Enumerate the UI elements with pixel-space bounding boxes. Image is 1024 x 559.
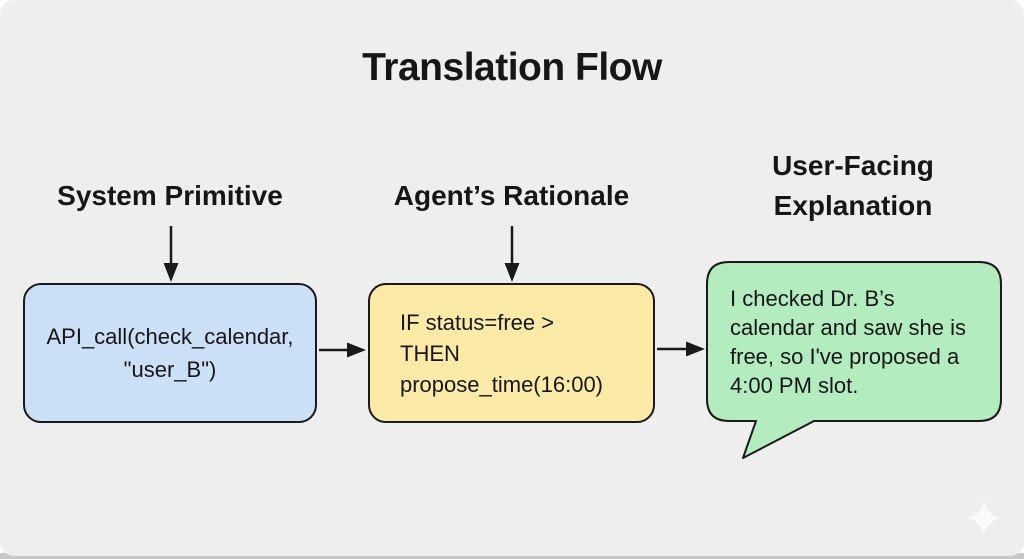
speech-bubble-shape <box>706 261 1002 459</box>
down-arrow-system-primitive <box>163 226 179 282</box>
user-facing-explanation-text: I checked Dr. B’s calendar and saw she i… <box>730 286 967 398</box>
diagram-title: Translation Flow <box>362 46 662 89</box>
system-primitive-box: API_call(check_calendar, "user_B") <box>23 283 317 423</box>
speech-bubble <box>706 261 1002 459</box>
bottom-edge <box>0 553 1024 559</box>
right-arrow-primitive-to-rationale <box>319 342 366 358</box>
system-primitive-code: API_call(check_calendar, "user_B") <box>46 324 294 382</box>
stage-label-system-primitive: System Primitive <box>57 180 283 211</box>
down-arrow-agents-rationale <box>504 226 520 282</box>
stage-label-user-facing-explanation: User-Facing Explanation <box>772 150 934 221</box>
stage-label-agents-rationale: Agent’s Rationale <box>393 180 630 211</box>
right-arrow-rationale-to-explanation <box>657 341 705 357</box>
agents-rationale-box: IF status=free > THEN propose_time(16:00… <box>368 283 655 423</box>
agents-rationale-code: IF status=free > THEN propose_time(16:00… <box>400 309 604 397</box>
sparkle-icon <box>967 501 1001 535</box>
